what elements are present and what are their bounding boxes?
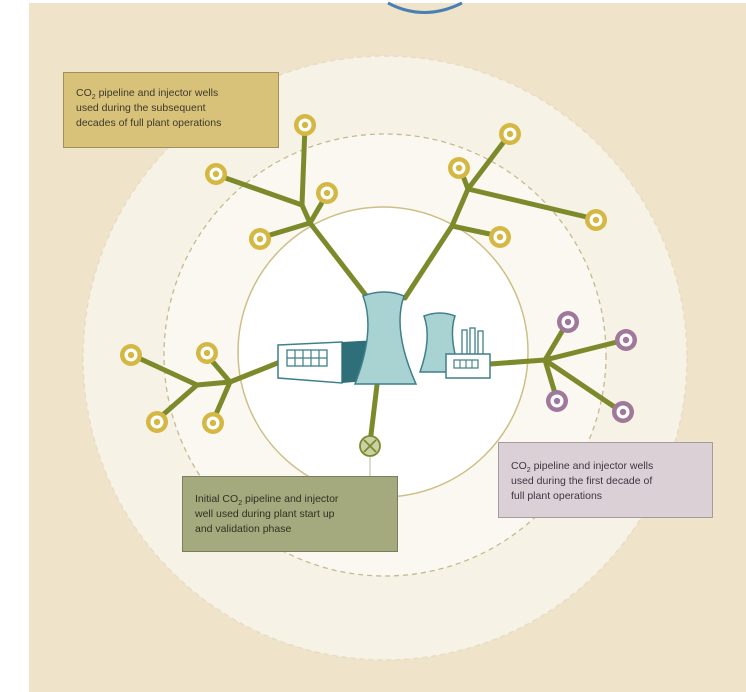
injector-well-icon xyxy=(316,182,338,204)
injector-well-icon xyxy=(448,157,470,179)
callout-initial-line3: and validation phase xyxy=(195,523,292,535)
cooling-tower-large xyxy=(353,291,418,385)
callout-initial-line1: Initial CO2 pipeline and injector xyxy=(195,493,339,508)
pipeline-top-left xyxy=(299,123,371,301)
injector-well-icon xyxy=(499,123,521,145)
injector-well-icon xyxy=(585,209,607,231)
injector-well-icon xyxy=(196,342,218,364)
injector-well-icon xyxy=(294,114,316,136)
plant-building-right xyxy=(445,353,491,379)
injector-well-icon xyxy=(120,344,142,366)
injector-well-icon xyxy=(205,163,227,185)
pipeline-left xyxy=(129,352,283,388)
callout-subsequent-decades: CO2 pipeline and injector wells used dur… xyxy=(63,72,279,148)
callout-first-line2: used during the first decade of xyxy=(511,475,653,487)
power-plant-icon xyxy=(277,291,491,385)
injector-well-icon xyxy=(146,411,168,433)
callout-first-decade: CO2 pipeline and injector wells used dur… xyxy=(498,442,713,518)
injector-well-icon xyxy=(202,412,224,434)
callout-subsequent-line1: CO2 pipeline and injector wells xyxy=(76,87,219,102)
callout-subsequent-line3: decades of full plant operations xyxy=(76,117,222,129)
pipeline-initial xyxy=(367,382,380,446)
pipeline-top-right xyxy=(402,132,512,301)
callout-initial-line2: well used during plant start up xyxy=(195,508,335,520)
callout-first-line3: full plant operations xyxy=(511,490,603,502)
callout-initial-well: Initial CO2 pipeline and injector well u… xyxy=(182,476,398,552)
callout-first-line1: CO2 pipeline and injector wells xyxy=(511,460,654,475)
injector-well-icon xyxy=(546,390,568,412)
injector-well-icon xyxy=(557,311,579,333)
callout-subsequent-line2: used during the subsequent xyxy=(76,102,206,114)
injector-well-icon xyxy=(489,226,511,248)
injector-well-icon xyxy=(615,329,637,351)
injector-well-icon xyxy=(249,228,271,250)
initial-well-icon xyxy=(359,435,381,457)
top-arc-decoration xyxy=(387,1,463,14)
injector-well-icon xyxy=(612,401,634,423)
